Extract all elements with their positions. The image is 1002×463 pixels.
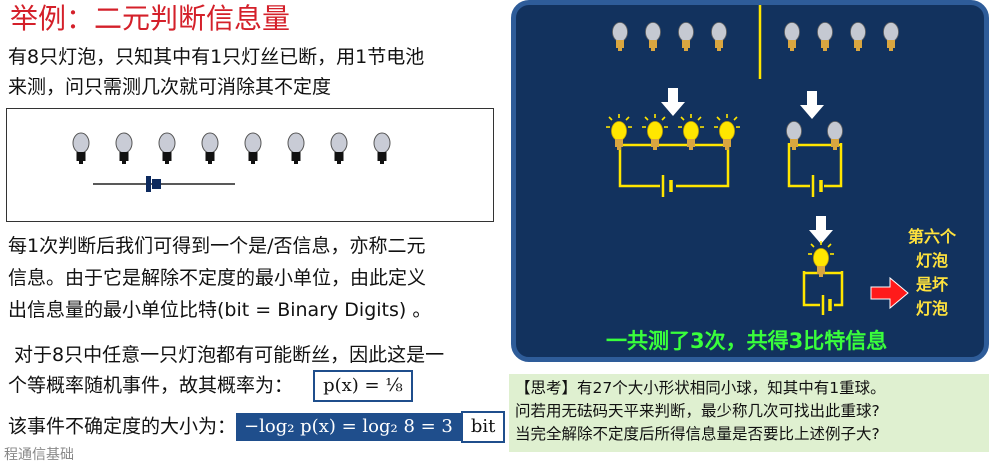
bulb-icon-2 (115, 132, 133, 165)
intro-line-2: 来测，问只需测几次就可消除其不定度 (8, 76, 332, 98)
bulb-icon-6 (287, 132, 305, 165)
explain-line-1: 每1次判断后我们可得到一个是/否信息，亦称二元 (8, 235, 426, 257)
explain-line-3: 出信息量的最小单位比特(bit = Binary Digits) 。 (8, 299, 432, 321)
bulb-icon (784, 22, 800, 52)
arrow-down-icon (661, 88, 685, 116)
red-arrow-icon (870, 276, 909, 310)
prob-line-2-text: 个等概率随机事件，故其概率为： (8, 374, 294, 397)
bad-bulb-label-line: 灯泡 (916, 299, 949, 318)
bulb-row-figure (6, 108, 494, 222)
bulb-icon-3 (158, 132, 176, 165)
top-bulb-row (612, 5, 899, 79)
test-circuit-2 (786, 121, 843, 197)
bulb-icon-5 (244, 132, 262, 165)
intro-line-1: 有8只灯泡，只知其中有1只灯丝已断，用1节电池 (8, 46, 425, 68)
bulb-test-diagram-panel: 第六个 灯泡 是坏 灯泡 一共测了3次，共得3比特信息 (511, 0, 989, 362)
bulb-icon (711, 22, 727, 52)
bulb-icon (817, 22, 833, 52)
test-circuit-3 (802, 240, 844, 315)
probability-formula: p(x) = ⅛ (313, 370, 413, 402)
uncertainty-label: 该事件不确定度的大小为： (8, 415, 237, 438)
arrow-down-icon (800, 91, 824, 119)
prob-line-1: 对于8只中任意一只灯泡都有可能断丝，因此这是一 (14, 344, 445, 366)
bulb-icon-7 (330, 132, 348, 165)
bulb-icon (612, 22, 628, 52)
uncertainty-unit: bit (460, 411, 506, 443)
bad-bulb-label: 第六个 灯泡 是坏 灯泡 (908, 225, 956, 321)
think-line-2: 问若用无砝码天平来判断，最少称几次可找出此重球? (515, 402, 880, 420)
slide-title: 举例：二元判断信息量 (10, 2, 291, 35)
bulb-icon-1 (72, 132, 90, 165)
bulb-row-svg (72, 132, 391, 192)
bulb-icon (883, 22, 899, 52)
bad-bulb-label-line: 是坏 (916, 275, 949, 294)
bad-bulb-label-line: 第六个 (908, 227, 957, 246)
explain-line-2: 信息。由于它是解除不定度的最小单位，由此定义 (8, 267, 427, 289)
arrow-down-icon (809, 216, 833, 244)
uncertainty-formula: −log₂ p(x) = log₂ 8 = 3 (236, 413, 461, 441)
bulb-icon (850, 22, 866, 52)
bulb-icon (678, 22, 694, 52)
bad-bulb-label-line: 灯泡 (916, 251, 949, 270)
bulb-icon (645, 22, 661, 52)
think-line-3: 当完全解除不定度后所得信息量是否要比上述例子大? (515, 425, 880, 443)
panel-result-text: 一共测了3次，共得3比特信息 (606, 329, 888, 353)
prob-line-2: 个等概率随机事件，故其概率为： p(x) = ⅛ (8, 370, 413, 402)
bulb-icon-4 (201, 132, 219, 165)
battery-icon (93, 176, 235, 192)
think-line-1: 【思考】有27个大小形状相同小球，知其中有1重球。 (515, 379, 886, 397)
test-circuit-1 (605, 113, 741, 197)
bulb-test-diagram (605, 5, 909, 315)
bulb-icon-8 (373, 132, 391, 165)
footer-cutoff-text: 程通信基础 (4, 447, 74, 463)
think-box: 【思考】有27个大小形状相同小球，知其中有1重球。 问若用无砝码天平来判断，最少… (509, 374, 989, 452)
lit-bulb-icon (807, 240, 835, 278)
